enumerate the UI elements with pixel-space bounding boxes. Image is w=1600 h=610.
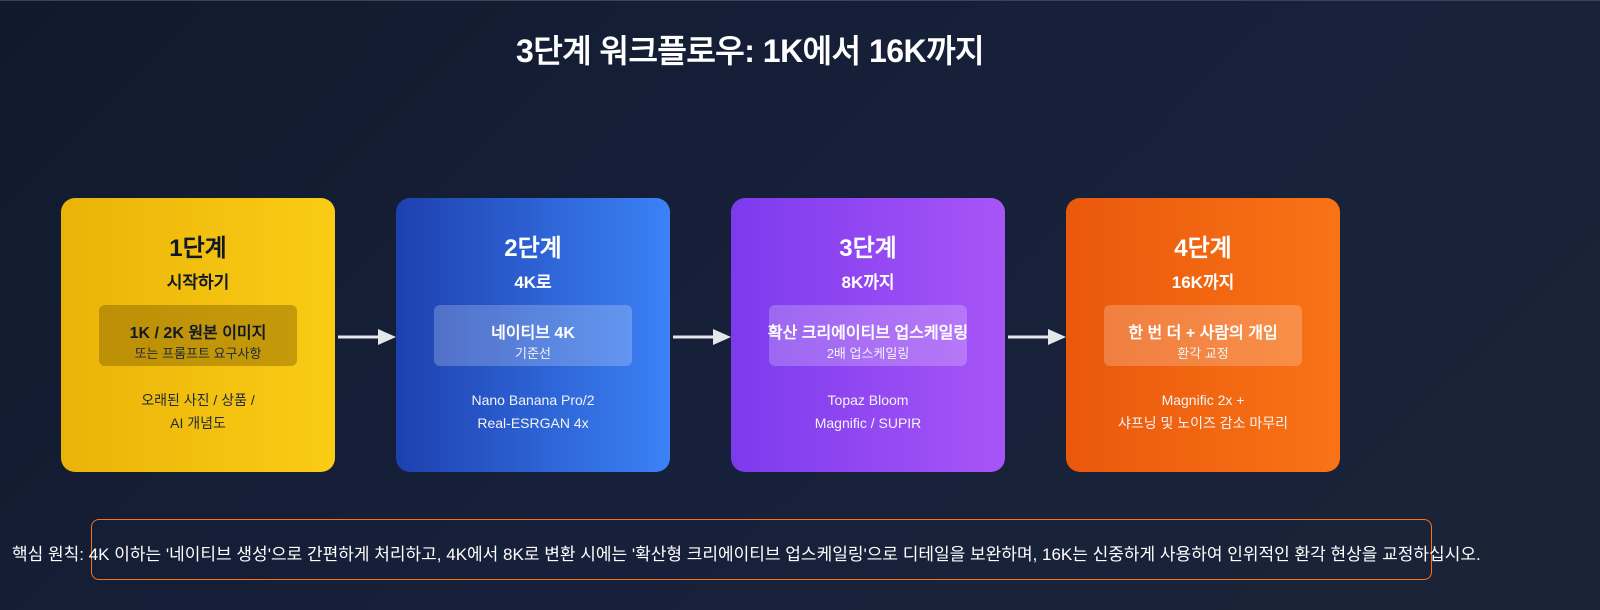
step-highlight-box: 네이티브 4K 기준선	[434, 305, 632, 366]
step-label: 3단계	[839, 235, 897, 262]
step-box-sub: 환각 교정	[1177, 346, 1229, 361]
step-desc-line: AI 개념도	[170, 415, 226, 431]
step-subtitle: 시작하기	[166, 273, 230, 292]
principle-frame	[91, 519, 1432, 580]
step-box-sub: 2배 업스케일링	[826, 346, 910, 361]
diagram-title: 3단계 워크플로우: 1K에서 16K까지	[515, 33, 985, 69]
step-desc-line: Magnific / SUPIR	[814, 415, 922, 431]
step-box-sub: 기준선	[515, 346, 551, 361]
step-box-main: 한 번 더 + 사람의 개입	[1128, 325, 1278, 342]
top-border	[0, 0, 1600, 1]
step-box-main: 네이티브 4K	[491, 325, 575, 342]
step-box-sub: 또는 프롬프트 요구사항	[134, 346, 262, 361]
step-desc-line: Magnific 2x +	[1161, 392, 1245, 408]
step-desc-line: Real-ESRGAN 4x	[477, 415, 589, 431]
step-description: 오래된 사진 / 상품 / AI 개념도	[61, 389, 335, 435]
step-subtitle: 4K로	[514, 273, 552, 292]
step-subtitle: 8K까지	[841, 273, 895, 292]
step-highlight-box: 확산 크리에이티브 업스케일링 2배 업스케일링	[768, 305, 968, 366]
step-desc-line: 샤프닝 및 노이즈 감소 마무리	[1117, 415, 1289, 431]
step-description: Nano Banana Pro/2 Real-ESRGAN 4x	[396, 389, 670, 435]
step-description: Topaz Bloom Magnific / SUPIR	[731, 389, 1005, 435]
step-card-2: 2단계 4K로 네이티브 4K 기준선 Nano Banana Pro/2 Re…	[396, 198, 670, 472]
step-label: 2단계	[504, 235, 562, 262]
step-box-main: 1K / 2K 원본 이미지	[129, 325, 267, 342]
step-card-3: 3단계 8K까지 확산 크리에이티브 업스케일링 2배 업스케일링 Topaz …	[731, 198, 1005, 472]
arrow-right-icon	[673, 329, 731, 345]
key-principle-text: 핵심 원칙: 4K 이하는 '네이티브 생성'으로 간편하게 처리하고, 4K에…	[12, 545, 1481, 564]
step-box-main: 확산 크리에이티브 업스케일링	[767, 325, 969, 342]
arrow-right-icon	[1008, 329, 1066, 345]
step-desc-line: Nano Banana Pro/2	[471, 392, 595, 408]
step-label: 1단계	[169, 235, 227, 262]
step-label: 4단계	[1174, 235, 1232, 262]
step-highlight-box: 한 번 더 + 사람의 개입 환각 교정	[1104, 305, 1302, 366]
arrow-right-icon	[338, 329, 396, 345]
step-card-4: 4단계 16K까지 한 번 더 + 사람의 개입 환각 교정 Magnific …	[1066, 198, 1340, 472]
step-desc-line: 오래된 사진 / 상품 /	[141, 392, 255, 408]
step-card-1: 1단계 시작하기 1K / 2K 원본 이미지 또는 프롬프트 요구사항 오래된…	[61, 198, 335, 472]
step-subtitle: 16K까지	[1171, 273, 1235, 292]
step-desc-line: Topaz Bloom	[827, 392, 909, 408]
step-description: Magnific 2x + 샤프닝 및 노이즈 감소 마무리	[1066, 389, 1340, 435]
step-highlight-box: 1K / 2K 원본 이미지 또는 프롬프트 요구사항	[99, 305, 297, 366]
